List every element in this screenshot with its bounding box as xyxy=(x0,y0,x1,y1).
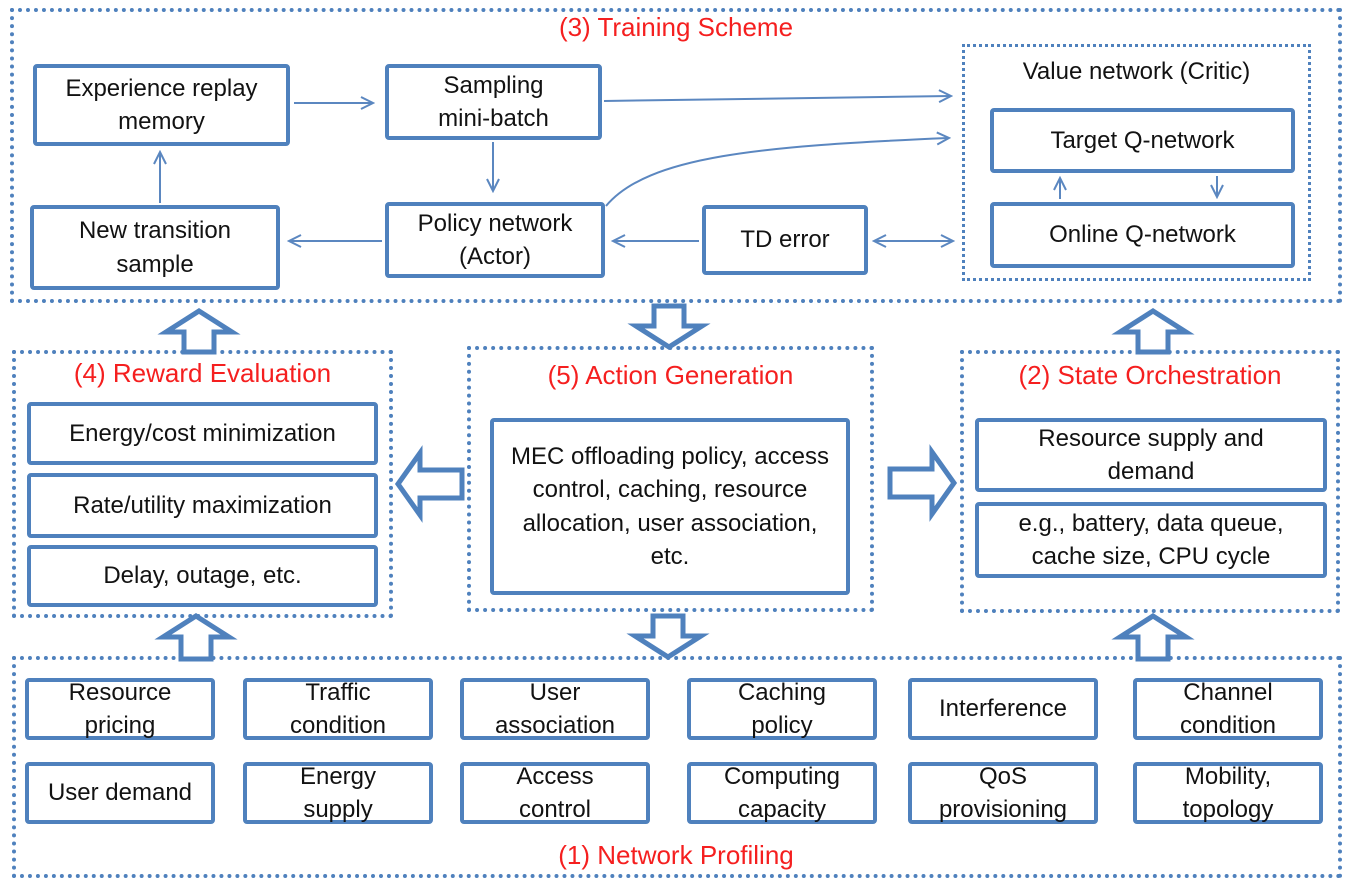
computing-capacity-box: Computing capacity xyxy=(687,762,877,824)
user-demand-box: User demand xyxy=(25,762,215,824)
training-scheme-section xyxy=(10,8,1342,303)
network-profiling-title: (1) Network Profiling xyxy=(558,840,794,870)
block-arrow-action-to-state xyxy=(887,444,958,522)
channel-condition-box: Channel condition xyxy=(1133,678,1323,740)
caching-policy-box: Caching policy xyxy=(687,678,877,740)
value-network-critic-section xyxy=(962,44,1311,281)
target-q-network-box: Target Q-network xyxy=(990,108,1295,173)
interference-label: Interference xyxy=(938,695,1068,723)
state-examples-box: e.g., battery, data queue, cache size, C… xyxy=(975,502,1327,578)
access-control-box: Access control xyxy=(460,762,650,824)
sampling-mini-batch-label: Sampling mini-batch xyxy=(438,71,549,132)
resource-supply-demand-label: Resource supply and demand xyxy=(1038,424,1264,485)
user-association-label: User association xyxy=(494,678,616,739)
block-arrow-action-to-reward xyxy=(394,445,465,523)
policy-network-actor-label: Policy network (Actor) xyxy=(417,209,573,270)
energy-supply-box: Energy supply xyxy=(243,762,433,824)
block-arrow-state-to-training xyxy=(1111,308,1195,355)
value-network-critic-title: Value network (Critic) xyxy=(1022,58,1251,85)
traffic-condition-label: Traffic condition xyxy=(289,678,387,739)
sampling-mini-batch-box: Sampling mini-batch xyxy=(385,64,602,140)
channel-condition-label: Channel condition xyxy=(1179,678,1277,739)
new-transition-sample-box: New transition sample xyxy=(30,205,280,290)
energy-supply-label: Energy supply xyxy=(299,762,377,823)
rate-utility-maximization-label: Rate/utility maximization xyxy=(73,491,332,519)
resource-supply-demand-box: Resource supply and demand xyxy=(975,418,1327,492)
td-error-box: TD error xyxy=(702,205,868,275)
qos-provisioning-label: QoS provisioning xyxy=(938,762,1068,823)
mobility-topology-label: Mobility, topology xyxy=(1182,762,1274,823)
action-content-label: MEC offloading policy, access control, c… xyxy=(511,443,829,570)
block-arrow-action-to-profiling xyxy=(626,613,710,660)
training-scheme-title: (3) Training Scheme xyxy=(558,12,794,42)
action-content-box: MEC offloading policy, access control, c… xyxy=(490,418,850,595)
block-arrow-profiling-to-reward xyxy=(154,613,238,662)
rate-utility-maximization-box: Rate/utility maximization xyxy=(27,473,378,538)
block-arrow-training-to-action xyxy=(627,303,711,350)
interference-box: Interference xyxy=(908,678,1098,740)
experience-replay-memory-box: Experience replay memory xyxy=(33,64,290,146)
state-examples-label: e.g., battery, data queue, cache size, C… xyxy=(1018,509,1284,570)
state-orchestration-title: (2) State Orchestration xyxy=(1018,360,1282,390)
target-q-network-label: Target Q-network xyxy=(1050,126,1235,154)
block-arrow-reward-to-training xyxy=(157,308,241,355)
caching-policy-label: Caching policy xyxy=(737,678,827,739)
mobility-topology-box: Mobility, topology xyxy=(1133,762,1323,824)
reward-evaluation-title: (4) Reward Evaluation xyxy=(73,358,332,388)
resource-pricing-box: Resource pricing xyxy=(25,678,215,740)
user-association-box: User association xyxy=(460,678,650,740)
user-demand-label: User demand xyxy=(47,779,193,807)
new-transition-sample-label: New transition sample xyxy=(78,217,232,278)
delay-outage-box: Delay, outage, etc. xyxy=(27,545,378,607)
energy-cost-minimization-box: Energy/cost minimization xyxy=(27,402,378,465)
qos-provisioning-box: QoS provisioning xyxy=(908,762,1098,824)
policy-network-actor-box: Policy network (Actor) xyxy=(385,202,605,278)
online-q-network-box: Online Q-network xyxy=(990,202,1295,268)
access-control-label: Access control xyxy=(516,762,594,823)
experience-replay-memory-label: Experience replay memory xyxy=(65,74,258,135)
energy-cost-minimization-label: Energy/cost minimization xyxy=(69,419,336,447)
online-q-network-label: Online Q-network xyxy=(1049,221,1236,249)
action-generation-title: (5) Action Generation xyxy=(547,360,794,390)
td-error-label: TD error xyxy=(740,226,830,254)
resource-pricing-label: Resource pricing xyxy=(68,678,172,739)
delay-outage-label: Delay, outage, etc. xyxy=(103,562,302,590)
block-arrow-profiling-to-state xyxy=(1111,613,1195,662)
traffic-condition-box: Traffic condition xyxy=(243,678,433,740)
computing-capacity-label: Computing capacity xyxy=(723,762,841,823)
